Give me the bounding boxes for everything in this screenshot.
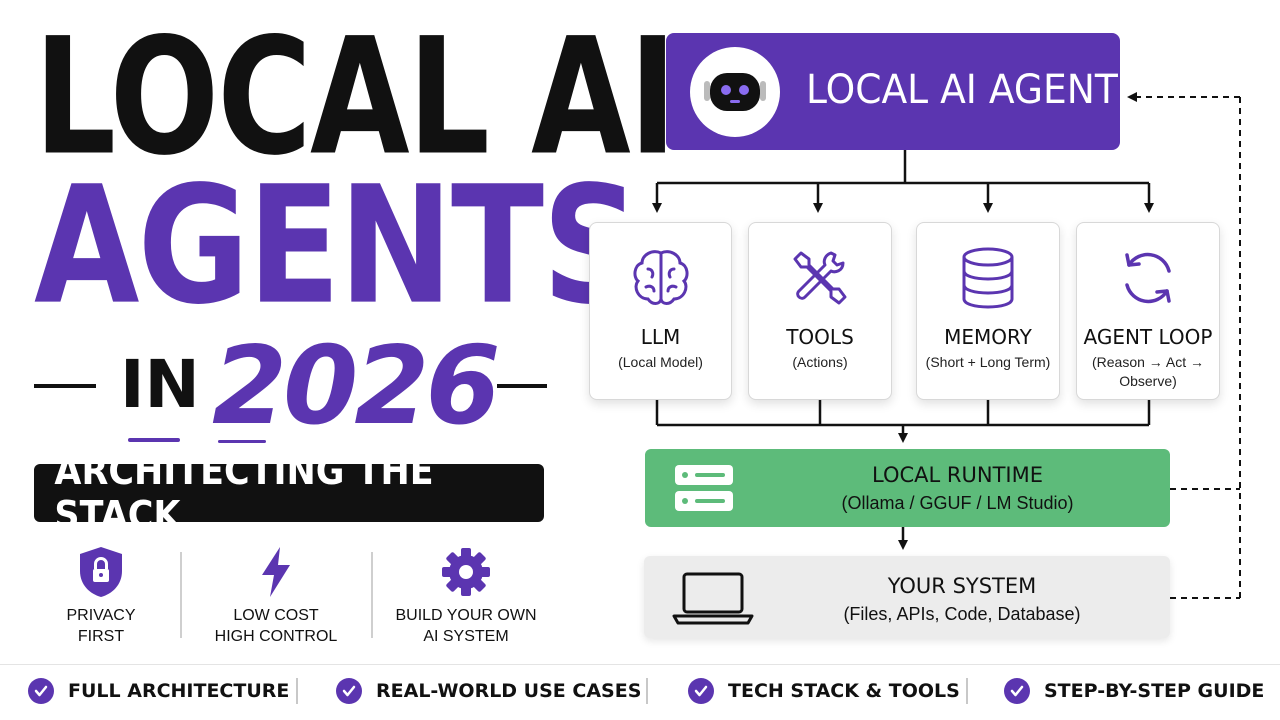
title-year-underline (218, 440, 266, 443)
component-title-llm: LLM (640, 325, 681, 349)
bottom-item-tech-stack: TECH STACK & TOOLS (688, 678, 960, 704)
title-rule-left (34, 384, 96, 388)
bottom-bar-divider (0, 664, 1280, 665)
component-card-agent-loop: AGENT LOOP (Reason → Act → Observe) (1076, 222, 1220, 400)
feature-build-own-line2: AI SYSTEM (423, 628, 509, 645)
bottom-item-label: FULL ARCHITECTURE (68, 680, 290, 702)
bottom-item-guide: STEP-BY-STEP GUIDE (1004, 678, 1264, 704)
component-card-llm: LLM (Local Model) (589, 222, 732, 400)
component-sub-agent-loop: (Reason → Act → Observe) (1091, 354, 1205, 389)
feature-low-cost-line2: HIGH CONTROL (214, 628, 338, 645)
feature-divider-2 (371, 552, 373, 638)
database-icon (962, 247, 1014, 309)
title-year: 2026 (212, 324, 501, 449)
bottom-item-label: STEP-BY-STEP GUIDE (1044, 680, 1265, 702)
component-title-tools: TOOLS (786, 325, 854, 349)
component-sub-tools: (Actions) (792, 354, 848, 370)
runtime-box: LOCAL RUNTIME (Ollama / GGUF / LM Studio… (645, 449, 1170, 527)
component-card-tools: TOOLS (Actions) (748, 222, 892, 400)
title-in-underline (128, 438, 180, 442)
subtitle-banner: ARCHITECTING THE STACK (34, 449, 544, 537)
component-sub-memory: (Short + Long Term) (925, 354, 1051, 370)
feature-privacy: PRIVACY FIRST (34, 545, 168, 645)
feature-privacy-line2: FIRST (77, 628, 125, 645)
bottom-item-label: TECH STACK & TOOLS (728, 680, 960, 702)
title-line-2: AGENTS (34, 151, 640, 341)
lock-shield-icon (80, 547, 122, 597)
runtime-sub: (Ollama / GGUF / LM Studio) (841, 493, 1074, 513)
component-card-memory: MEMORY (Short + Long Term) (916, 222, 1060, 400)
runtime-title: LOCAL RUNTIME (872, 463, 1043, 487)
title-line-1: LOCAL AI (34, 4, 677, 192)
refresh-icon (1125, 252, 1171, 304)
feature-low-cost-line1: LOW COST (233, 607, 319, 624)
component-title-memory: MEMORY (944, 325, 1032, 349)
system-sub: (Files, APIs, Code, Database) (843, 604, 1081, 624)
check-circle-icon (688, 678, 714, 704)
system-title: YOUR SYSTEM (887, 574, 1037, 598)
bottom-item-use-cases: REAL-WORLD USE CASES (336, 678, 641, 704)
robot-icon (690, 47, 780, 137)
agent-label: LOCAL AI AGENT (806, 67, 1118, 113)
title-in-word: IN (120, 346, 200, 423)
bottom-item-full-architecture: FULL ARCHITECTURE (28, 678, 289, 704)
system-box: YOUR SYSTEM (Files, APIs, Code, Database… (644, 556, 1170, 638)
check-circle-icon (1004, 678, 1030, 704)
laptop-icon (672, 572, 754, 625)
bottom-item-label: REAL-WORLD USE CASES (376, 680, 642, 702)
check-circle-icon (28, 678, 54, 704)
bottom-separator-1 (296, 678, 298, 704)
title-rule-right (497, 384, 547, 388)
subtitle-text: ARCHITECTING THE STACK (54, 449, 434, 537)
bottom-separator-2 (646, 678, 648, 704)
feature-build-own-line1: BUILD YOUR OWN (395, 607, 537, 624)
feature-divider-1 (180, 552, 182, 638)
agent-box: LOCAL AI AGENT (666, 33, 1120, 150)
gear-icon (442, 548, 490, 596)
feature-build-own: BUILD YOUR OWN AI SYSTEM (384, 545, 548, 645)
bottom-separator-3 (966, 678, 968, 704)
server-icon (675, 465, 733, 511)
feature-low-cost: LOW COST HIGH CONTROL (196, 545, 356, 645)
check-circle-icon (336, 678, 362, 704)
lightning-icon (262, 547, 290, 597)
feature-privacy-line1: PRIVACY (66, 607, 136, 624)
component-sub-llm: (Local Model) (618, 354, 703, 370)
tools-icon (793, 251, 847, 305)
component-title-agent-loop: AGENT LOOP (1083, 325, 1213, 349)
brain-icon (632, 250, 689, 305)
